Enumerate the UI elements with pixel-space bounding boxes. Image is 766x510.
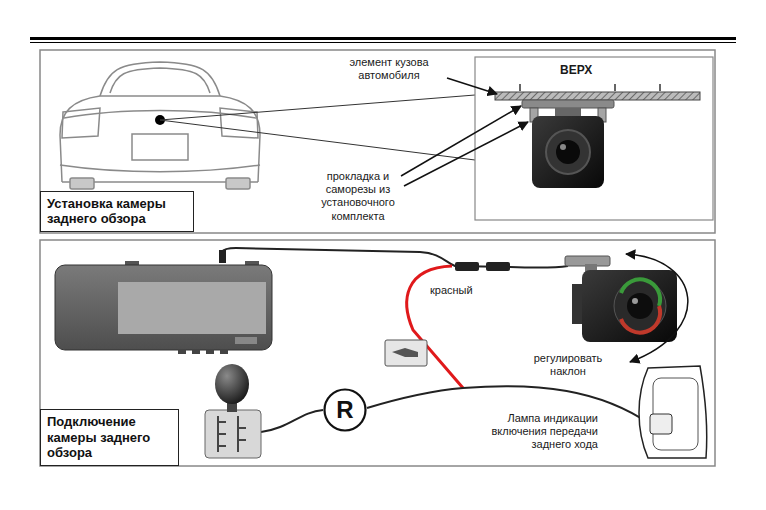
header-rule bbox=[30, 37, 736, 40]
tail-lamp bbox=[639, 366, 707, 458]
splice-connector bbox=[392, 348, 418, 357]
camera-lens bbox=[627, 293, 653, 319]
tick bbox=[614, 84, 616, 91]
mirror bbox=[55, 265, 272, 350]
leader-arrow bbox=[404, 122, 528, 186]
gear-circle: R bbox=[323, 388, 367, 432]
bumper bbox=[60, 165, 260, 172]
node-text: R bbox=[336, 396, 353, 424]
tick bbox=[519, 84, 521, 91]
cable-connector bbox=[455, 262, 479, 271]
circle-outline bbox=[325, 390, 366, 431]
leader-arrow bbox=[401, 106, 521, 176]
inset-frame bbox=[475, 57, 713, 220]
mirror-button bbox=[192, 349, 200, 354]
gasket bbox=[522, 100, 614, 108]
lens-glint bbox=[560, 144, 566, 150]
mirror-screen bbox=[118, 282, 266, 334]
node-text: Подключение камеры заднего обзора bbox=[47, 414, 172, 461]
part-label: прокладка и саморезы из установочного ко… bbox=[316, 170, 400, 223]
camera-lens bbox=[614, 280, 666, 332]
mirror-button bbox=[178, 349, 186, 354]
zoom-line bbox=[160, 120, 475, 160]
panel bbox=[40, 240, 715, 466]
tick bbox=[659, 84, 661, 91]
license-plate bbox=[132, 134, 188, 160]
car-body bbox=[60, 96, 260, 182]
shifter-gate bbox=[205, 410, 261, 458]
body-element bbox=[495, 92, 700, 100]
shifter-slots bbox=[218, 416, 246, 452]
car-rear bbox=[60, 62, 260, 189]
camera-body bbox=[532, 116, 604, 188]
splice-connector bbox=[385, 340, 427, 366]
zoom-line bbox=[160, 95, 475, 120]
orientation-label: ВЕРХ bbox=[560, 63, 610, 77]
body-element bbox=[495, 92, 700, 100]
wheel bbox=[226, 178, 250, 189]
camera-body bbox=[582, 270, 677, 342]
mirror-button bbox=[220, 349, 228, 354]
leader-arrow bbox=[447, 78, 497, 94]
caption-box: Подключение камеры заднего обзора bbox=[40, 409, 179, 466]
panel bbox=[40, 50, 715, 233]
cable-connector bbox=[486, 262, 510, 271]
shifter-knob bbox=[215, 364, 249, 404]
note-label: регулировать наклон bbox=[522, 352, 614, 378]
video-cable bbox=[222, 248, 568, 268]
camera-lens bbox=[546, 130, 590, 174]
mirror-logo bbox=[235, 337, 257, 344]
camera-lens bbox=[556, 140, 580, 164]
tail-light bbox=[62, 108, 100, 138]
part-label: Лампа индикации включения передачи задне… bbox=[483, 412, 598, 452]
signal-wire bbox=[261, 410, 323, 432]
header-rule bbox=[30, 42, 736, 43]
wheel bbox=[70, 178, 94, 189]
lamp-bulb bbox=[650, 414, 672, 434]
mirror-button bbox=[206, 349, 214, 354]
car-window bbox=[110, 68, 210, 93]
node-text: Установка камеры заднего обзора bbox=[47, 196, 187, 227]
wire-color-label: красный bbox=[430, 284, 500, 297]
tilt-arrow bbox=[626, 254, 688, 362]
car-roof bbox=[100, 62, 220, 96]
caption-box: Установка камеры заднего обзора bbox=[40, 191, 194, 232]
lens-glint bbox=[632, 298, 638, 304]
part-label: элемент кузова автомобиля bbox=[335, 56, 443, 82]
